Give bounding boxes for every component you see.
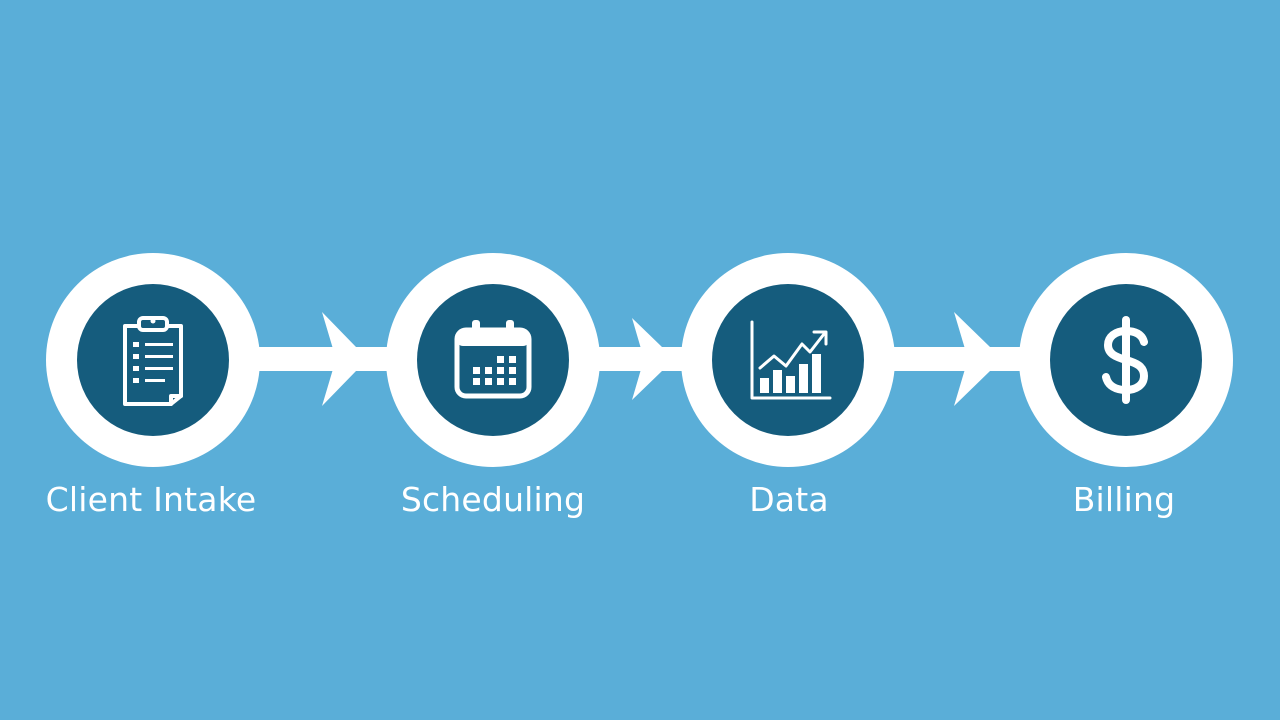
step-node-fill [712,284,864,436]
step-node-fill [1050,284,1202,436]
connector-arrow-1 [322,312,382,406]
step-node-fill [417,284,569,436]
step-node-scheduling [386,253,600,467]
step-label-scheduling: Scheduling [400,480,586,519]
step-node-data [681,253,895,467]
connector-arrow-2 [632,318,680,400]
step-label-billing: Billing [1072,480,1176,519]
step-node-billing [1019,253,1233,467]
dollar-icon [1102,316,1148,404]
connector-arrow-3 [954,312,1020,406]
bar-chart-icon [750,320,832,400]
clipboard-icon [123,316,183,406]
calendar-icon [454,320,532,399]
step-label-client-intake: Client Intake [45,480,257,519]
step-label-data: Data [749,480,829,519]
step-node-client-intake [46,253,260,467]
step-node-fill [77,284,229,436]
